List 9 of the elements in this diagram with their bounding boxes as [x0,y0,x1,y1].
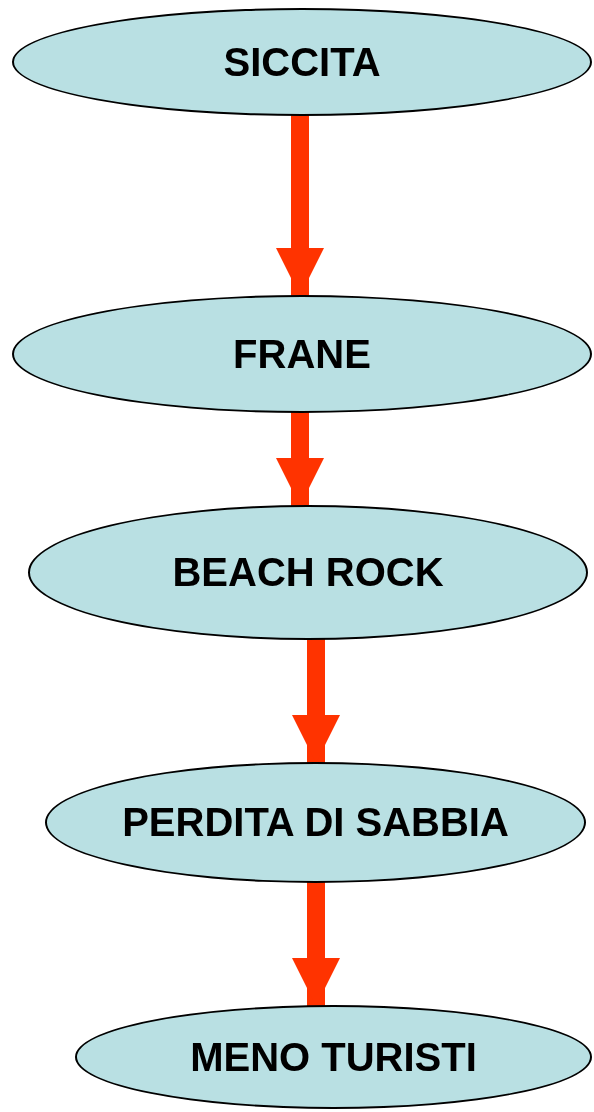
node-label: BEACH ROCK [172,550,444,595]
arrow [276,412,324,506]
node-label: PERDITA DI SABBIA [122,800,509,845]
arrow [292,882,340,1006]
node-label: FRANE [233,331,371,377]
node-label: MENO TURISTI [190,1034,477,1080]
arrow [292,639,340,763]
arrow [276,115,324,296]
node-label: SICCITA [223,39,381,85]
